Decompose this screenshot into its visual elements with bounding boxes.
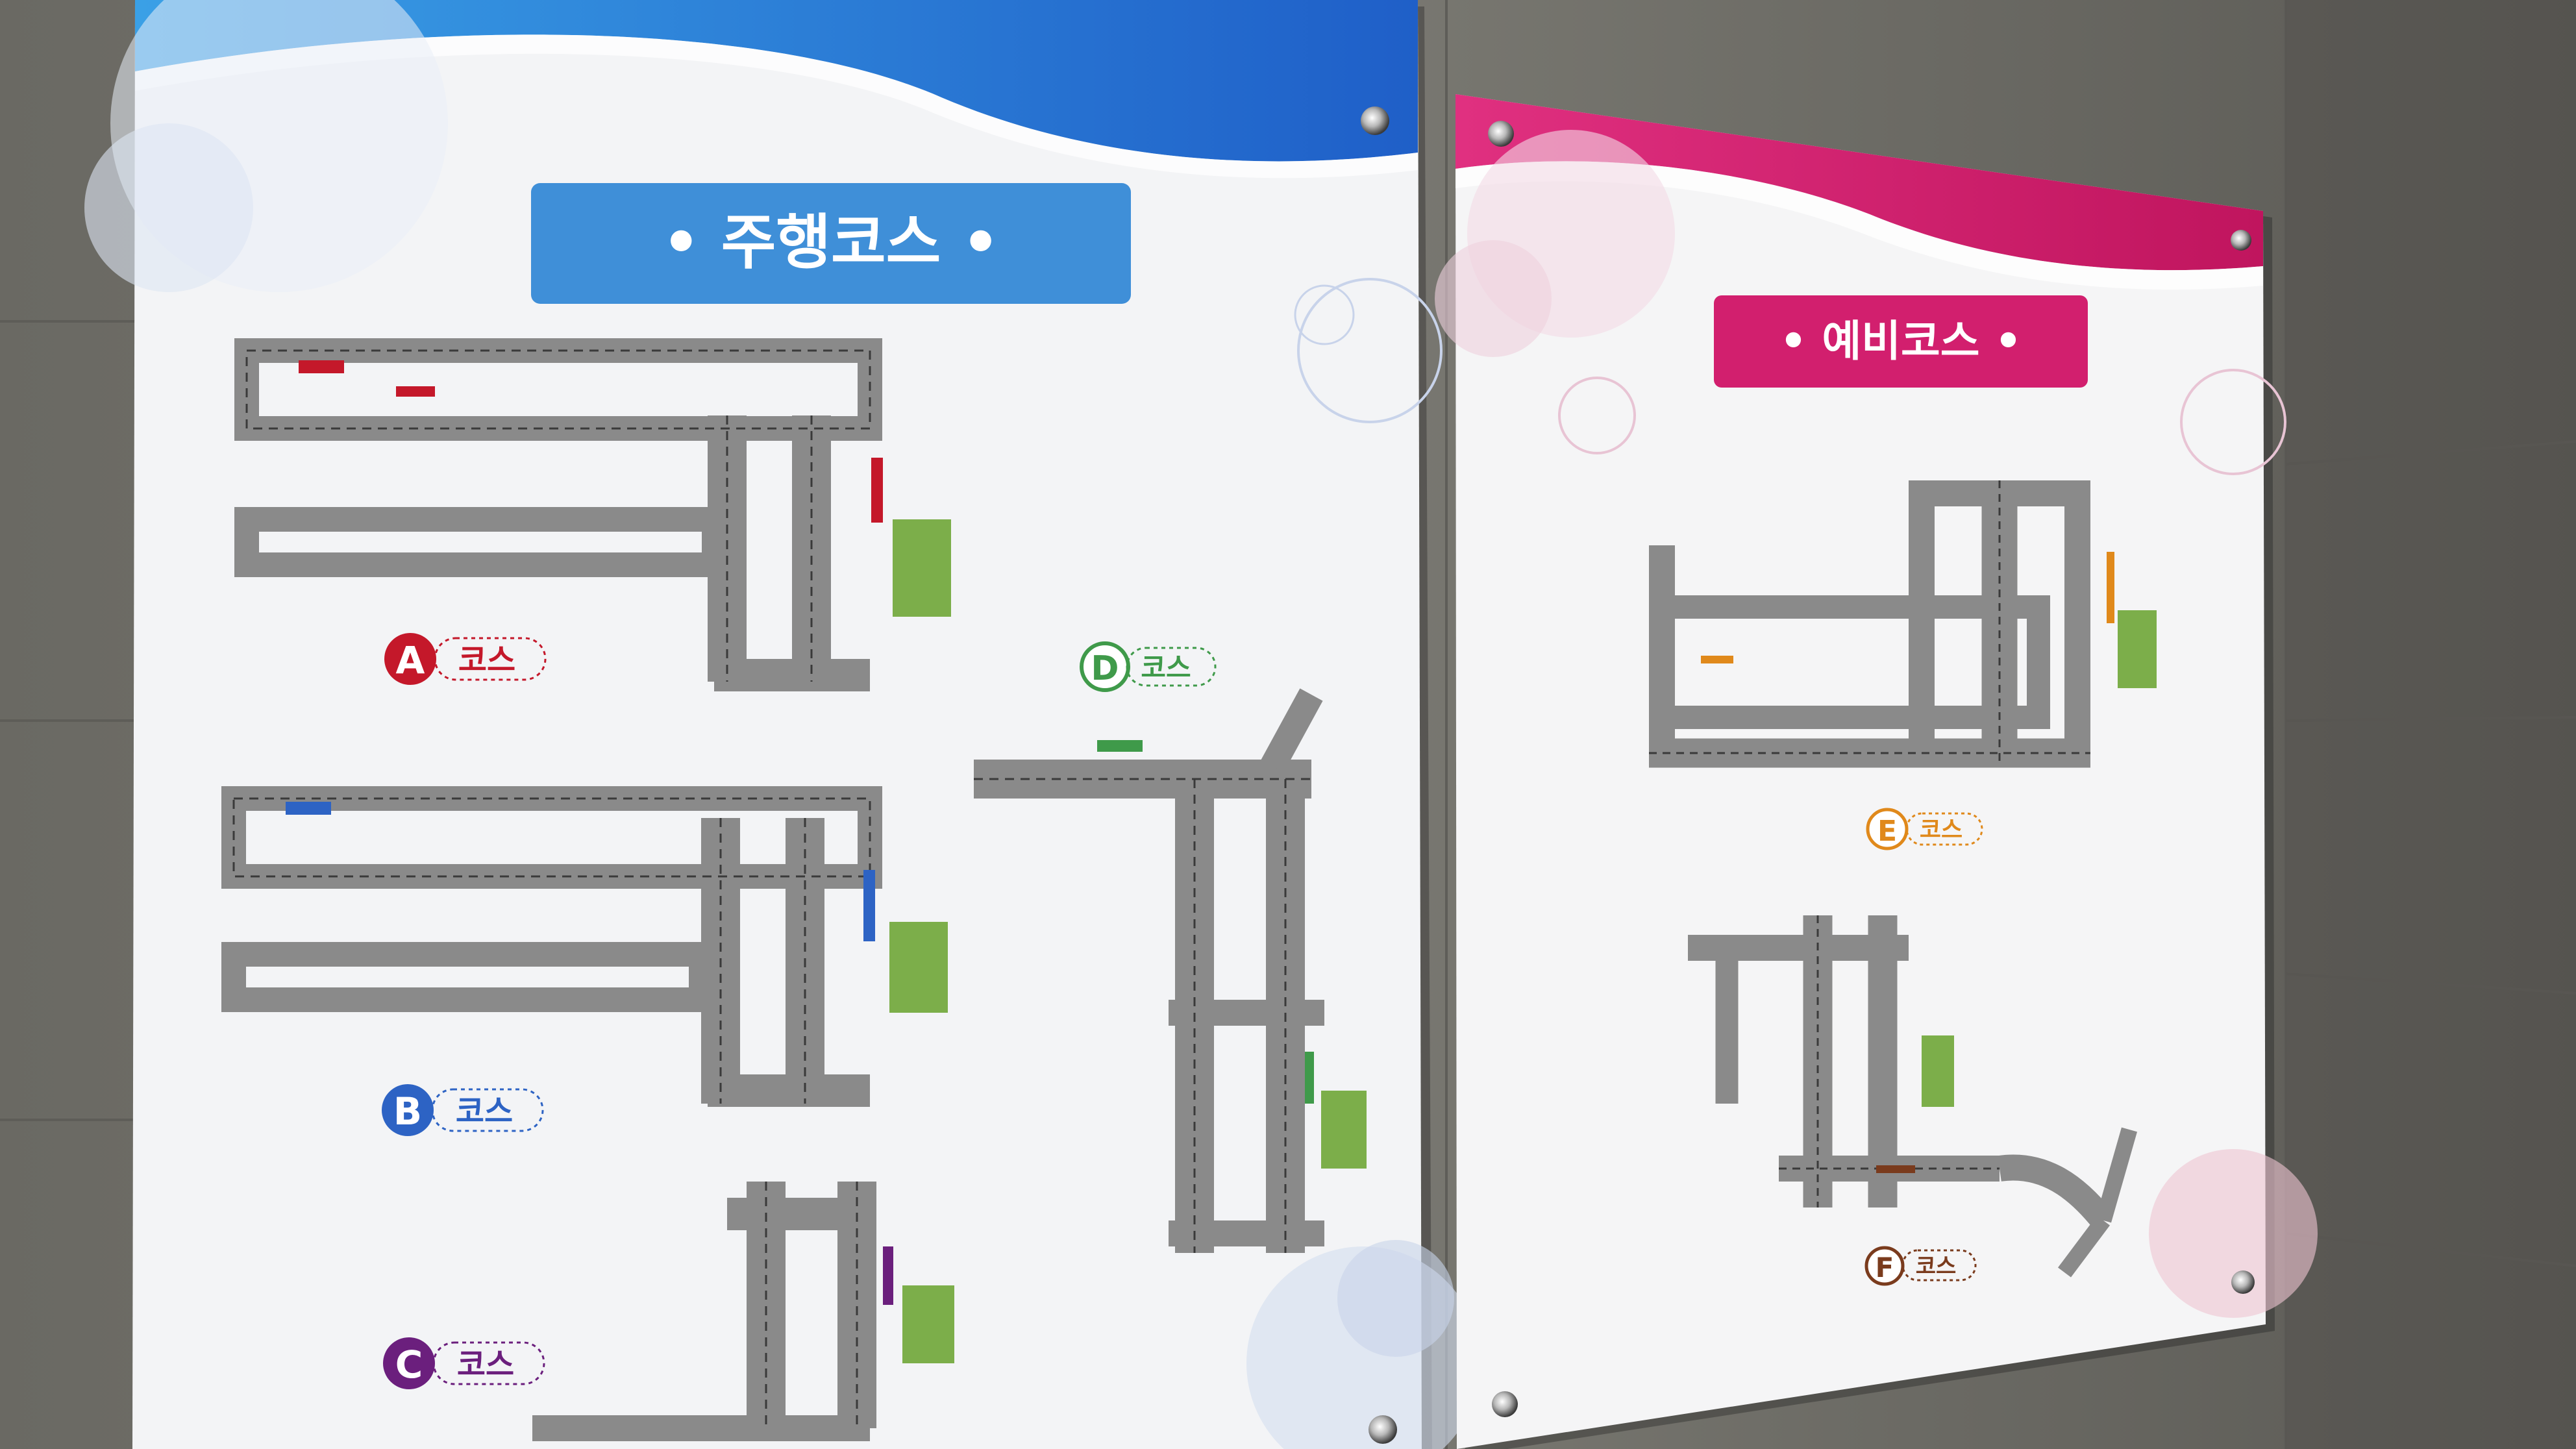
bolt-icon [1488,121,1514,147]
course-d-badge [1080,641,1130,692]
left-board: • 주행코스 • A 코스 [84,0,1480,1449]
course-a-badge [384,633,436,685]
bolt-icon [1361,106,1389,135]
course-f-letter: F [1876,1252,1894,1283]
course-e-map [1649,480,2090,768]
course-b-letter: B [393,1089,422,1133]
course-b-map [221,786,882,1107]
left-board-title-banner [531,183,1131,304]
course-a-letter: A [396,638,425,682]
course-f-badge [1864,1246,1905,1286]
course-f-label: 코스 [1916,1254,1957,1280]
course-d-letter: D [1091,649,1119,688]
bolt-icon [1368,1415,1397,1444]
course-c-map [532,1182,876,1441]
left-board-title: • 주행코스 • [662,208,1000,277]
bolt-icon [1492,1391,1518,1417]
course-d-label: 코스 [1141,652,1191,684]
wall-shadow-right [2285,0,2576,1449]
course-e-badge [1866,808,1909,850]
course-f-map [1688,915,2138,1278]
course-b-label: 코스 [456,1093,513,1130]
course-d-map [974,688,1324,1253]
bolt-icon [2231,1270,2255,1294]
course-b-badge [382,1084,434,1136]
course-a-map [234,338,882,691]
left-board-wave [135,0,1418,162]
right-board-surface [1455,94,2266,1449]
right-board-wave [1455,94,2263,271]
right-board-title-banner [1714,295,2088,388]
course-c-label: 코스 [457,1346,514,1383]
right-board: • 예비코스 • E 코스 [1435,94,2318,1449]
course-a-label: 코스 [458,642,515,678]
right-board-title: • 예비코스 • [1779,316,2022,366]
course-e-letter: E [1877,815,1897,848]
course-c-letter: C [395,1343,423,1387]
course-e-label: 코스 [1920,817,1963,843]
course-c-badge [383,1337,435,1389]
bolt-icon [2231,230,2251,251]
